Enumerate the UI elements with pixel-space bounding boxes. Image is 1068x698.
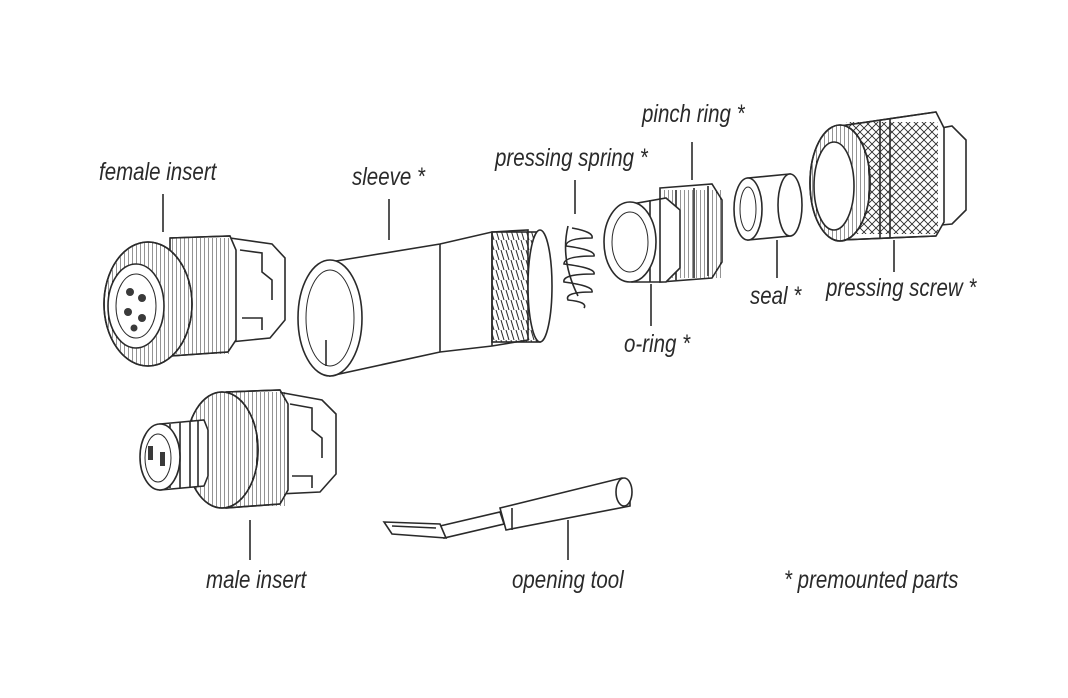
premounted-parts-note: * premounted parts	[784, 566, 959, 594]
label-pressing-screw: pressing screw *	[826, 274, 977, 302]
pressing-screw-part	[809, 111, 967, 242]
label-o-ring: o-ring *	[624, 330, 691, 358]
label-seal: seal *	[750, 282, 802, 310]
label-pinch-ring: pinch ring *	[642, 100, 745, 128]
male-insert-part	[139, 389, 337, 509]
label-female-insert: female insert	[99, 158, 217, 186]
label-opening-tool: opening tool	[512, 566, 624, 594]
label-pressing-spring: pressing spring *	[495, 144, 648, 172]
label-sleeve: sleeve *	[352, 163, 425, 191]
seal-part	[733, 173, 803, 241]
o-ring-part	[603, 197, 681, 283]
opening-tool-part	[382, 477, 633, 539]
sleeve-part	[297, 229, 553, 377]
female-insert-part	[103, 235, 286, 367]
pressing-spring-part	[563, 225, 595, 309]
label-male-insert: male insert	[206, 566, 307, 594]
leader-lines	[162, 142, 895, 560]
